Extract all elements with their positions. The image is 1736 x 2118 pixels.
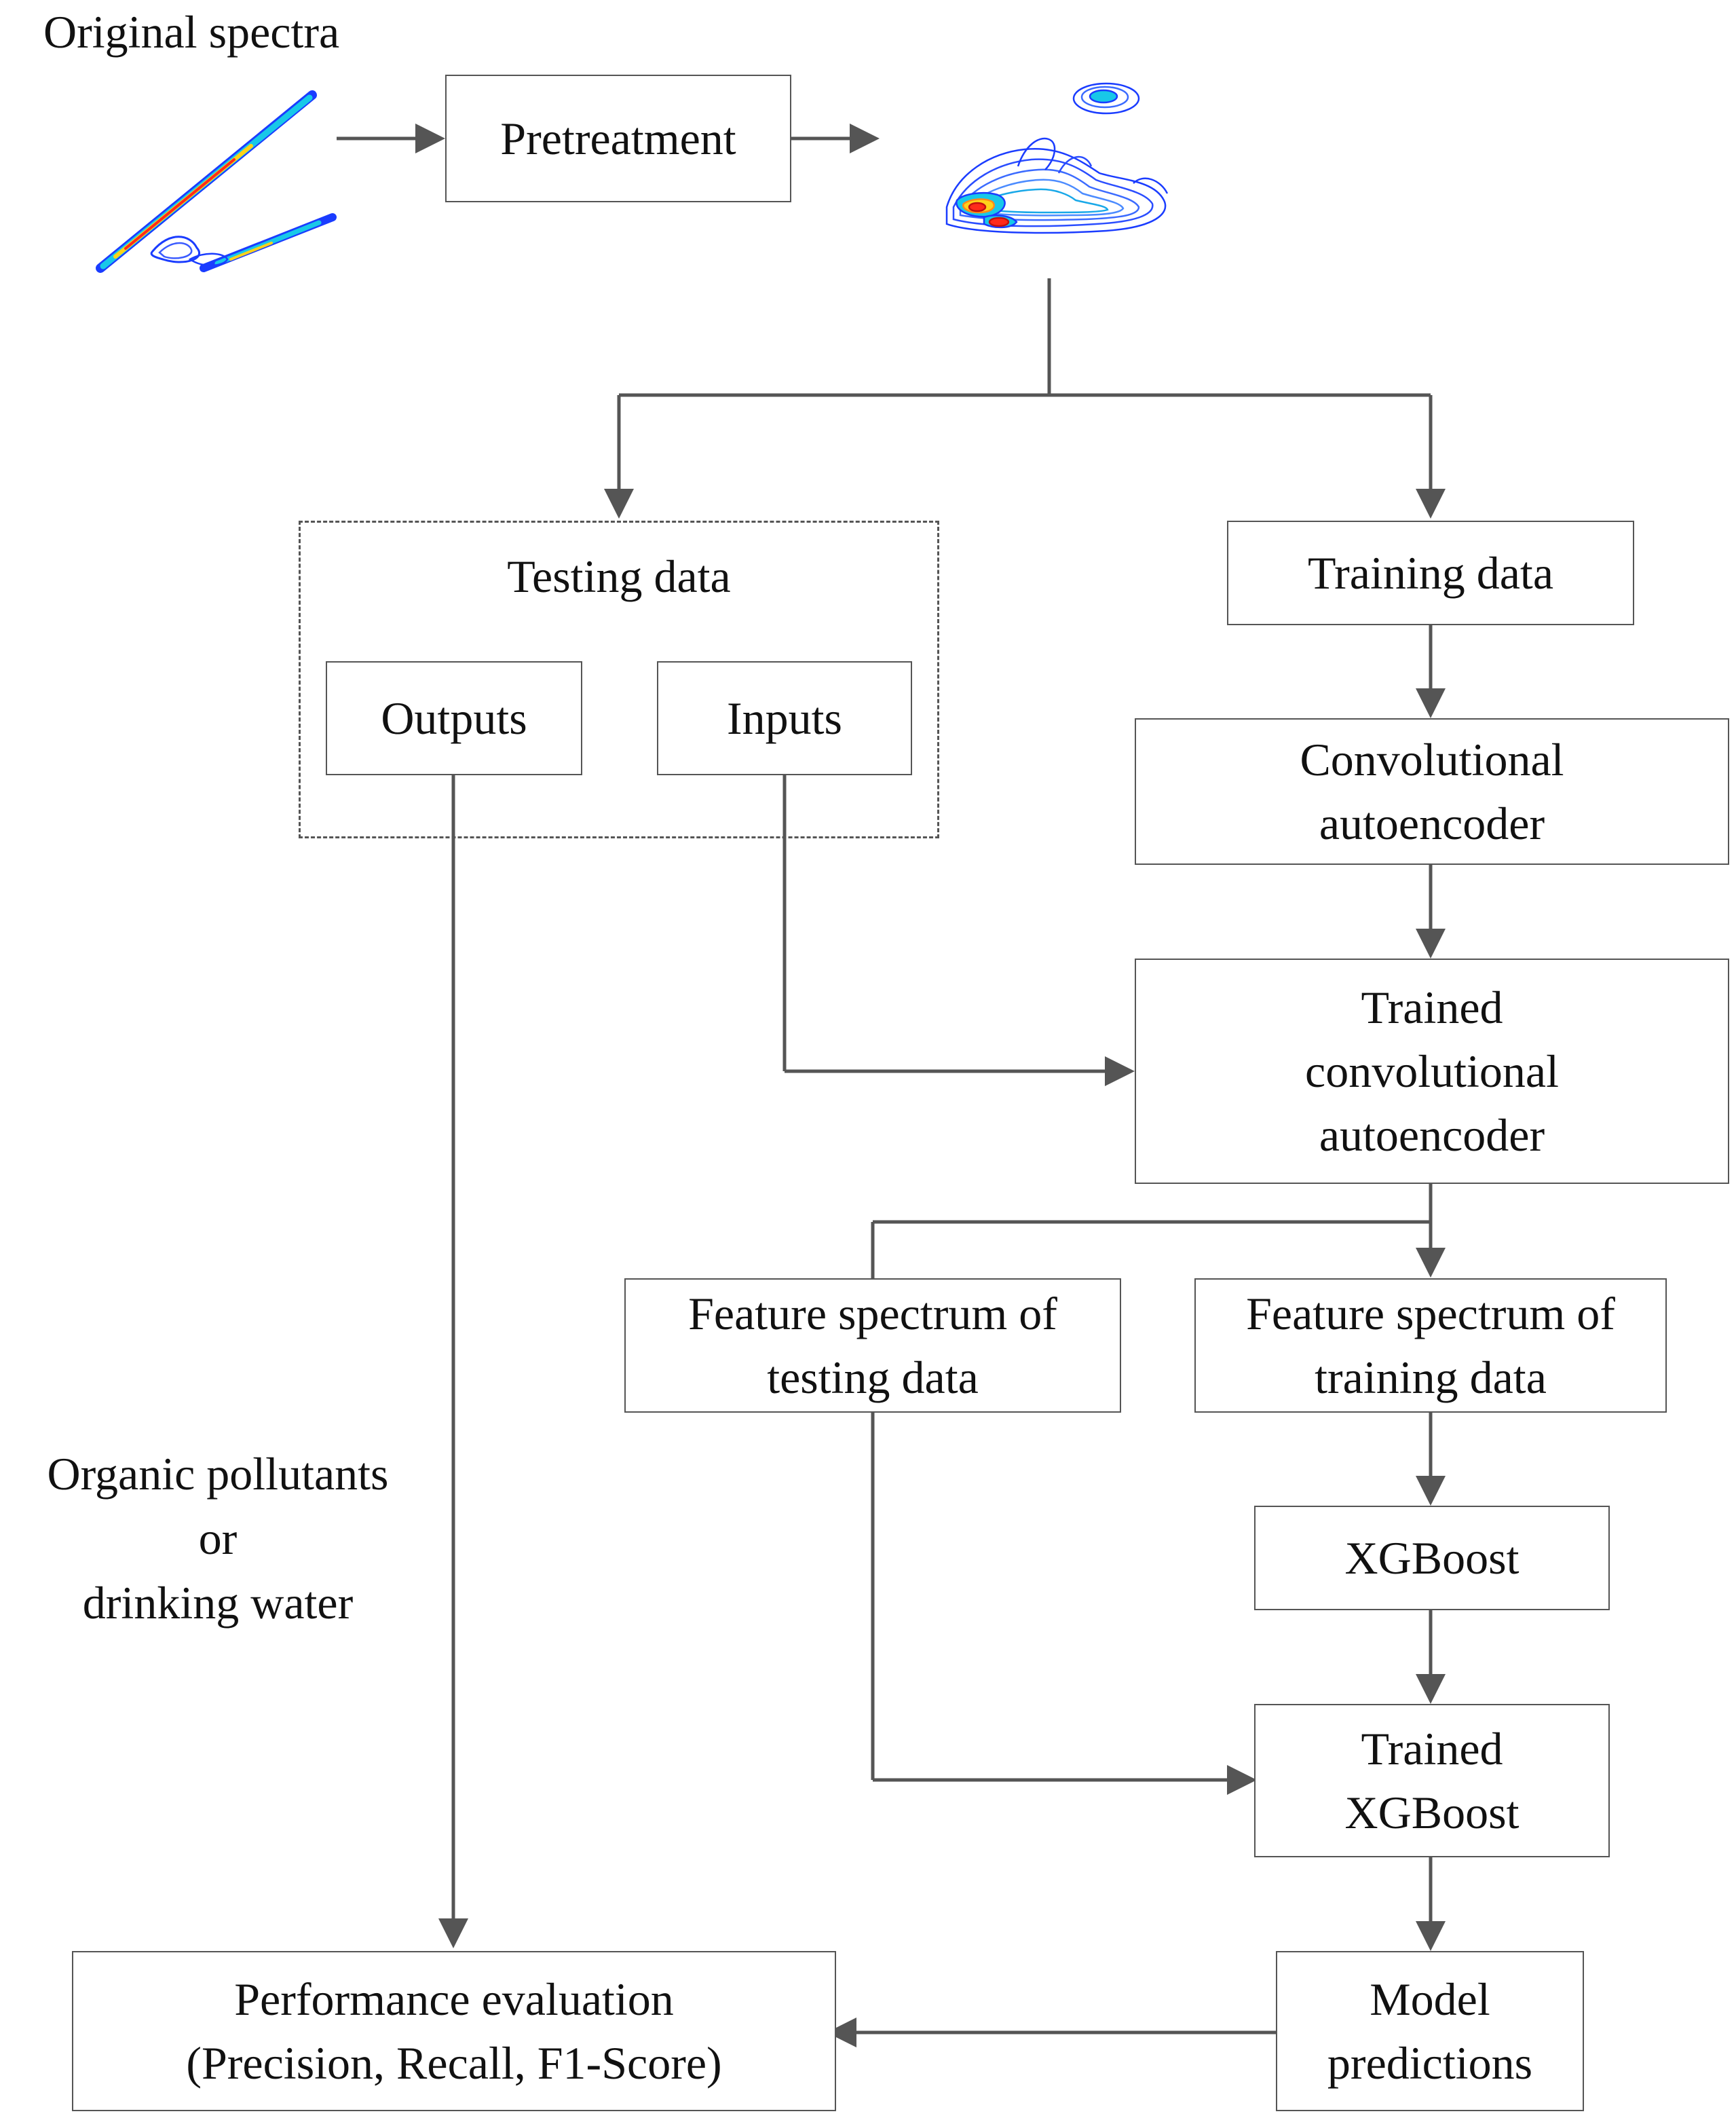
organic-pollutants-note: Organic pollutants or drinking water bbox=[11, 1442, 425, 1635]
outputs-label: Outputs bbox=[381, 692, 527, 744]
conv-autoencoder-line-1: Convolutional bbox=[1300, 734, 1564, 785]
testing-data-group: Testing data bbox=[299, 521, 939, 838]
outputs-box[interactable]: Outputs bbox=[326, 661, 582, 775]
trained-conv-autoencoder-line-3: autoencoder bbox=[1319, 1109, 1545, 1161]
pretreated-spectra-contour-icon bbox=[945, 82, 1169, 234]
feature-training-box[interactable]: Feature spectrum of training data bbox=[1194, 1278, 1667, 1413]
conv-autoencoder-box[interactable]: Convolutional autoencoder bbox=[1135, 718, 1729, 865]
performance-evaluation-line-1: Performance evaluation bbox=[234, 1973, 674, 2025]
feature-training-line-2: training data bbox=[1315, 1352, 1547, 1403]
conv-autoencoder-line-2: autoencoder bbox=[1319, 798, 1545, 849]
feature-testing-line-2: testing data bbox=[767, 1352, 979, 1403]
inputs-label: Inputs bbox=[727, 692, 842, 744]
trained-xgboost-line-1: Trained bbox=[1361, 1723, 1503, 1775]
performance-evaluation-line-2: (Precision, Recall, F1-Score) bbox=[186, 2037, 722, 2089]
model-predictions-line-1: Model bbox=[1370, 1973, 1490, 2025]
original-spectra-label: Original spectra bbox=[43, 6, 340, 58]
trained-conv-autoencoder-line-2: convolutional bbox=[1305, 1045, 1559, 1097]
pretreatment-label: Pretreatment bbox=[500, 113, 736, 164]
trained-xgboost-box[interactable]: Trained XGBoost bbox=[1254, 1704, 1610, 1857]
feature-testing-box[interactable]: Feature spectrum of testing data bbox=[624, 1278, 1121, 1413]
testing-data-title: Testing data bbox=[507, 551, 731, 602]
inputs-box[interactable]: Inputs bbox=[657, 661, 912, 775]
trained-conv-autoencoder-line-1: Trained bbox=[1361, 982, 1503, 1033]
side-note-line-1: Organic pollutants bbox=[47, 1448, 389, 1500]
trained-conv-autoencoder-box[interactable]: Trained convolutional autoencoder bbox=[1135, 959, 1729, 1184]
original-spectra-contour-icon bbox=[96, 90, 337, 273]
trained-xgboost-line-2: XGBoost bbox=[1344, 1787, 1520, 1838]
pretreatment-box[interactable]: Pretreatment bbox=[445, 75, 791, 202]
performance-evaluation-box[interactable]: Performance evaluation (Precision, Recal… bbox=[72, 1951, 836, 2111]
side-note-line-2: or bbox=[198, 1512, 238, 1564]
feature-testing-line-1: Feature spectrum of bbox=[688, 1288, 1057, 1339]
feature-training-line-1: Feature spectrum of bbox=[1246, 1288, 1615, 1339]
model-predictions-line-2: predictions bbox=[1327, 2037, 1533, 2089]
model-predictions-box[interactable]: Model predictions bbox=[1276, 1951, 1584, 2111]
training-data-box[interactable]: Training data bbox=[1227, 521, 1634, 625]
xgboost-label: XGBoost bbox=[1344, 1532, 1520, 1584]
training-data-label: Training data bbox=[1307, 547, 1553, 599]
side-note-line-3: drinking water bbox=[82, 1577, 354, 1629]
xgboost-box[interactable]: XGBoost bbox=[1254, 1506, 1610, 1610]
